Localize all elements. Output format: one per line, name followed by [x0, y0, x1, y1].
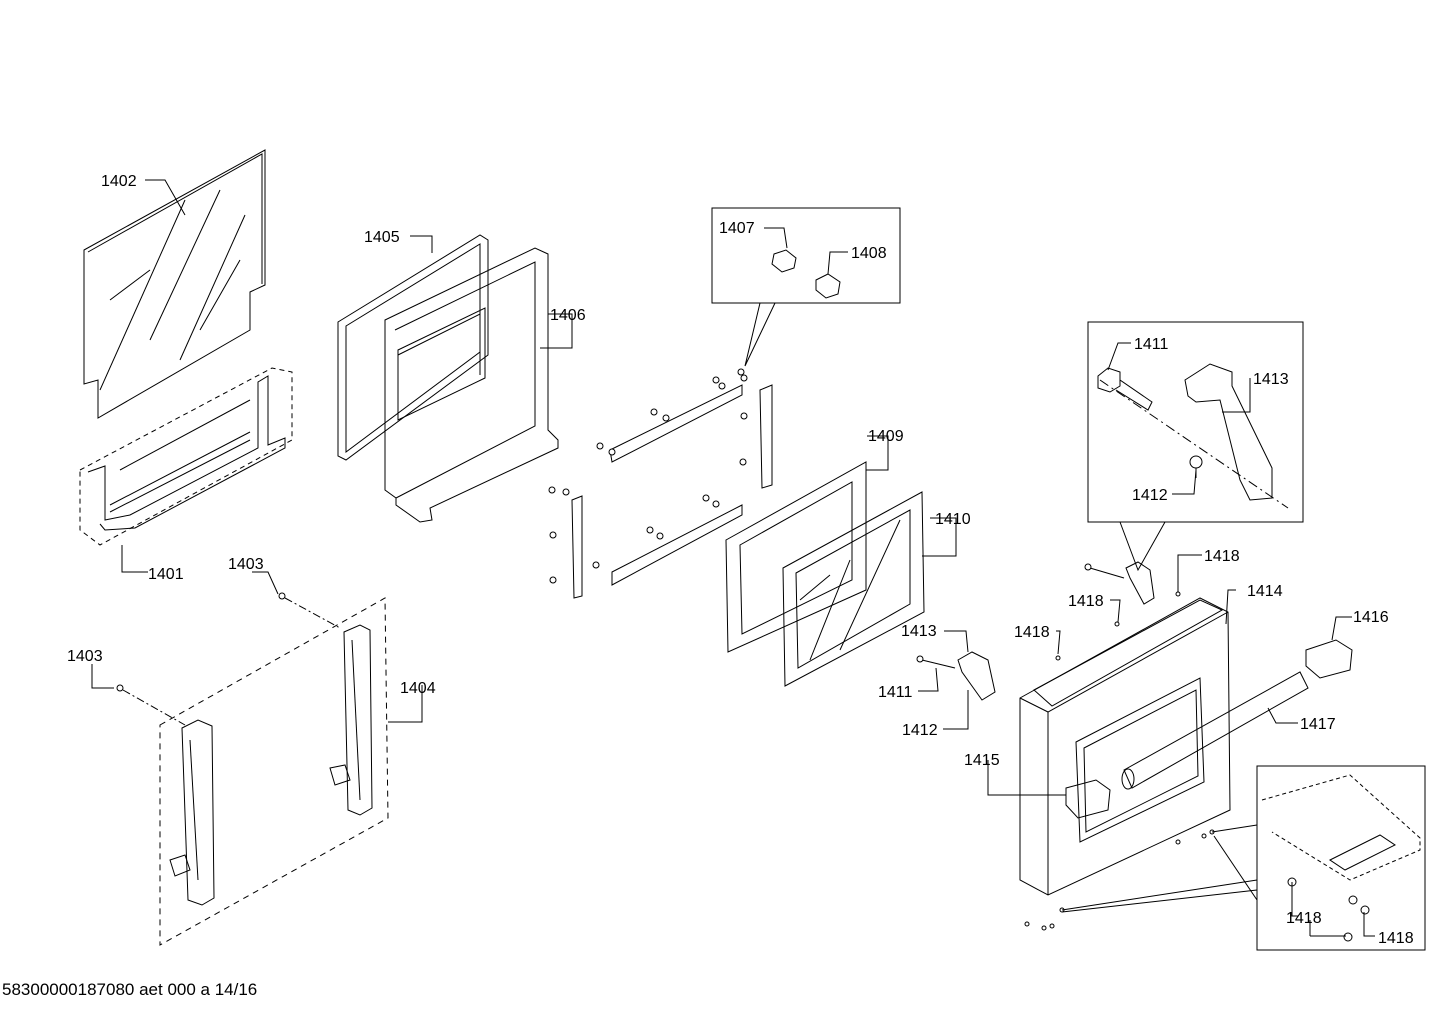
label-1417: 1417 — [1300, 716, 1336, 733]
bracket-1401 — [79, 367, 293, 546]
label-1409: 1409 — [868, 428, 904, 445]
label-1418: 1418 — [1204, 548, 1240, 565]
hinge-rails — [571, 384, 773, 599]
label-1406: 1406 — [550, 307, 586, 324]
handle-end-cap-1416 — [1305, 639, 1353, 679]
label-1401: 1401 — [148, 566, 184, 583]
screw-detail-inset — [1061, 765, 1426, 951]
label-1418: 1418 — [1014, 624, 1050, 641]
handle-bracket-inset — [1087, 321, 1304, 572]
glass-gasket-1409 — [725, 461, 867, 653]
inner-frame-1406 — [384, 247, 559, 523]
label-1407: 1407 — [719, 220, 755, 237]
handle-end-cap-1415 — [1065, 779, 1111, 819]
label-1412: 1412 — [902, 722, 938, 739]
screw-1418 — [1024, 591, 1215, 931]
handle-bar-1417 — [1121, 671, 1309, 790]
label-1415: 1415 — [964, 752, 1000, 769]
label-1411: 1411 — [878, 684, 913, 701]
label-1410: 1410 — [935, 511, 971, 528]
glass-panel-1402 — [83, 149, 266, 419]
inner-glass-1410 — [782, 491, 925, 687]
label-1403: 1403 — [228, 556, 264, 573]
hinge-assembly-1404 — [159, 597, 389, 946]
label-1411: 1411 — [1134, 336, 1169, 353]
label-1418: 1418 — [1378, 930, 1414, 947]
document-reference: 58300000187080 aet 000 a 14/16 — [2, 980, 258, 999]
label-1413: 1413 — [1253, 371, 1289, 388]
label-1416: 1416 — [1353, 609, 1389, 626]
label-1412: 1412 — [1132, 487, 1168, 504]
handle-bracket-1413 — [916, 561, 1155, 701]
label-1418: 1418 — [1068, 593, 1104, 610]
label-1403: 1403 — [67, 648, 103, 665]
nut-detail-inset — [711, 207, 901, 367]
outer-door-1414 — [1019, 597, 1231, 896]
label-1413: 1413 — [901, 623, 937, 640]
label-1402: 1402 — [101, 173, 137, 190]
label-1404: 1404 — [400, 680, 436, 697]
part-labels: 1402 1401 1403 1403 1404 1405 1406 1407 … — [67, 173, 1414, 947]
leader-lines — [91, 179, 1375, 937]
label-1414: 1414 — [1247, 583, 1283, 600]
label-1405: 1405 — [364, 229, 400, 246]
label-1418: 1418 — [1286, 910, 1322, 927]
screw-1403 — [116, 592, 341, 726]
label-1408: 1408 — [851, 245, 887, 262]
